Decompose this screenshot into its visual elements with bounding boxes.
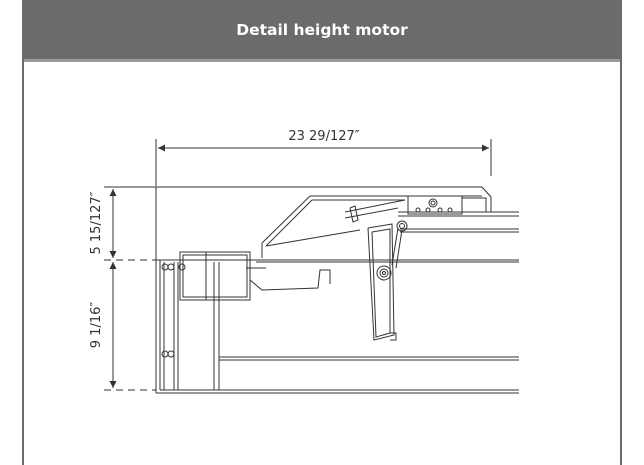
upper-height-label: 5 15/127″ — [89, 191, 104, 254]
panel-title: Detail height motor — [24, 0, 620, 62]
height-dimensions — [104, 186, 158, 391]
detail-panel: Detail height motor — [22, 0, 622, 465]
width-dimension — [155, 139, 492, 186]
lower-height-label: 9 1/16″ — [89, 302, 104, 349]
frame-profile — [155, 186, 519, 394]
motor-housing — [261, 195, 482, 258]
motor-block — [349, 195, 487, 232]
corner-bracket — [161, 251, 331, 358]
width-dimension-label: 23 29/127″ — [288, 129, 359, 144]
lift-plate — [367, 223, 403, 341]
